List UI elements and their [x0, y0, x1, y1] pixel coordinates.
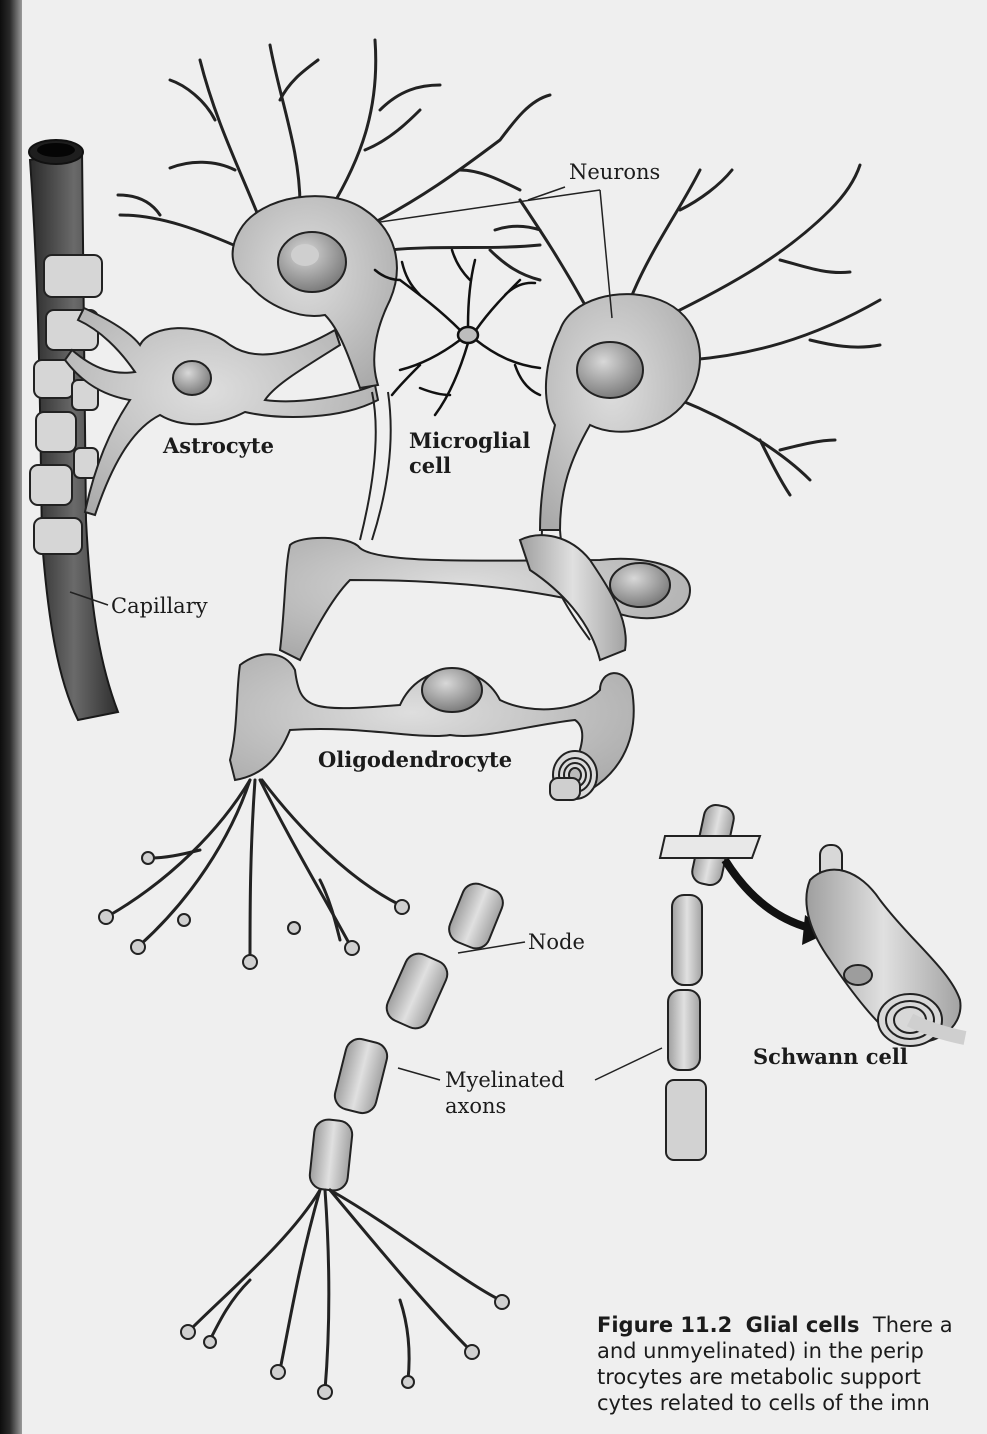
caption-title: Glial cells [746, 1313, 860, 1337]
astrocyte [65, 308, 378, 515]
axon-terminals-upper [110, 780, 400, 960]
section-plane [660, 836, 760, 858]
label-schwann-cell: Schwann cell [753, 1045, 908, 1069]
label-microglial-line1: Microglial [409, 429, 530, 453]
caption-figure-number: Figure 11.2 [597, 1313, 732, 1337]
label-myelinated-line1: Myelinated [445, 1068, 565, 1092]
microglial-cell [375, 250, 540, 415]
label-microglial-line2: cell [409, 454, 451, 478]
capillary-vessel [29, 140, 118, 720]
axon-terminals-lower [190, 1190, 500, 1390]
label-node: Node [528, 930, 585, 954]
label-myelinated-line2: axons [445, 1094, 506, 1118]
caption-line-1-rest: There a [873, 1313, 953, 1337]
label-astrocyte: Astrocyte [163, 434, 274, 458]
figure-caption: Figure 11.2 Glial cells There a and unmy… [597, 1312, 987, 1416]
axon-terminal-buttons-lower [181, 1295, 509, 1399]
caption-line-3: trocytes are metabolic support [597, 1364, 987, 1390]
caption-line-4: cytes related to cells of the imn [597, 1390, 987, 1416]
axon-terminal-buttons-upper [99, 852, 409, 969]
label-capillary: Capillary [111, 594, 208, 618]
label-neurons: Neurons [569, 160, 660, 184]
caption-line-1: Figure 11.2 Glial cells There a [597, 1312, 987, 1338]
caption-line-2: and unmyelinated) in the perip [597, 1338, 987, 1364]
myelin-cross-section [550, 751, 597, 800]
label-oligodendrocyte: Oligodendrocyte [318, 748, 512, 772]
neuron-right-body [540, 294, 700, 530]
schwann-cell [806, 845, 965, 1046]
